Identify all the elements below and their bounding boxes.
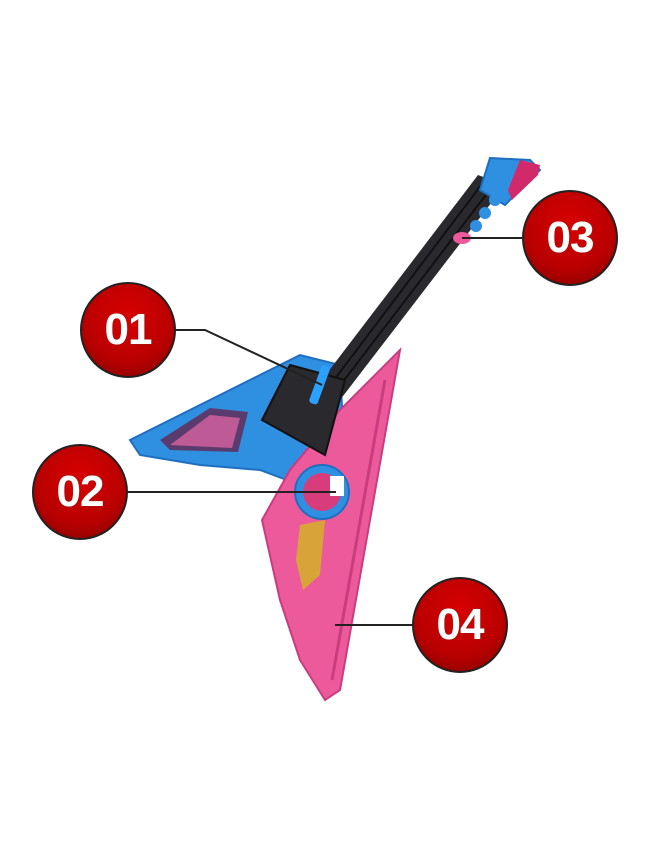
leader-line-01 xyxy=(176,329,323,386)
callout-badge-01: 01 xyxy=(80,282,176,378)
guitar-neck xyxy=(318,175,505,400)
callout-badge-02: 02 xyxy=(32,444,128,540)
guitar-gold-accent xyxy=(296,520,325,590)
callout-badge-04: 04 xyxy=(412,577,508,673)
callout-badge-03: 03 xyxy=(522,190,618,286)
